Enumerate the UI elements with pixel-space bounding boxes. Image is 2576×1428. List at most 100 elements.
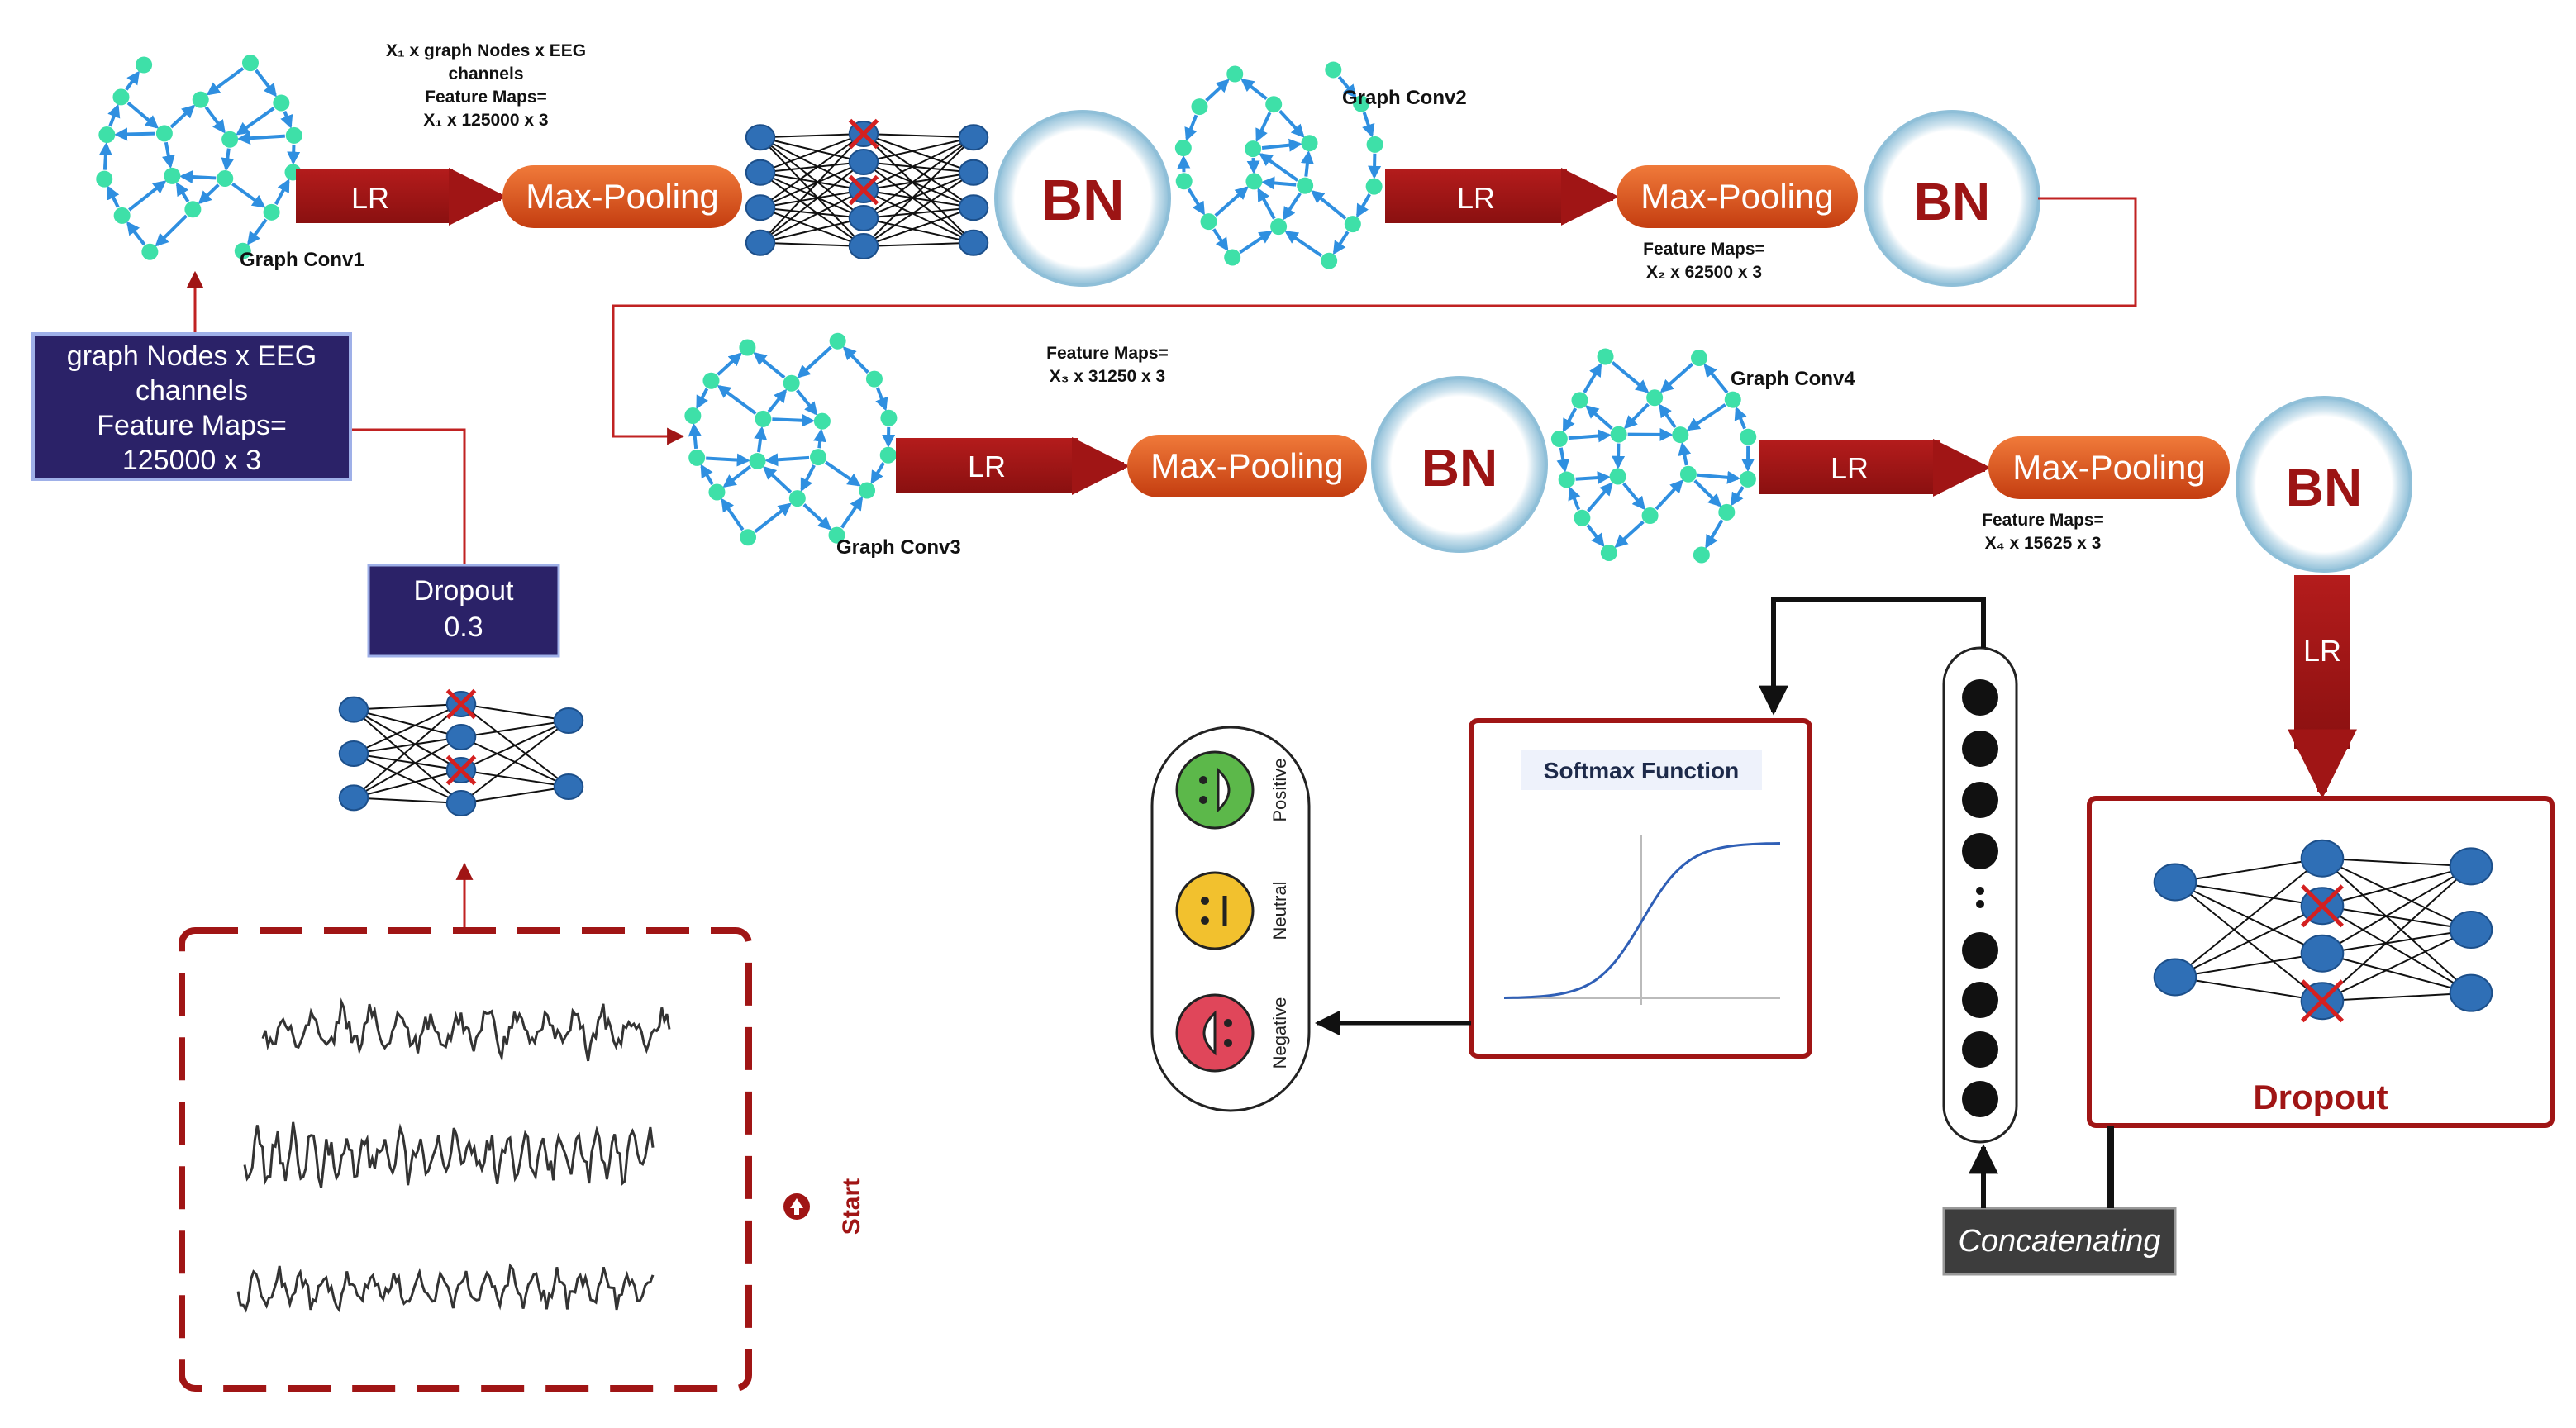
nn-connection — [759, 207, 864, 247]
graph-edge — [717, 352, 742, 376]
graph-edge — [161, 141, 175, 169]
graph-node — [783, 374, 800, 392]
nn-connection — [353, 703, 462, 754]
nn-node — [445, 790, 477, 816]
graph-edge — [1659, 403, 1677, 429]
nn-connection — [353, 703, 462, 711]
top-feature-note: X₁ x graph Nodes x EEG channels Feature … — [386, 41, 586, 130]
nn-connection — [759, 133, 864, 244]
nn-connection — [863, 136, 974, 191]
nn-connections — [2174, 857, 2472, 1002]
eeg-signal-box — [179, 927, 752, 1392]
graph-edge — [1255, 112, 1272, 143]
lr-block-2: LR — [1385, 169, 1567, 223]
graph-edge — [1586, 524, 1605, 548]
concat-vector — [1942, 646, 2018, 1144]
nn-connection — [2174, 952, 2323, 978]
lr-label: LR — [2303, 634, 2341, 668]
dropped-node-icon — [2301, 979, 2344, 1023]
lr-label: LR — [1831, 451, 1869, 485]
graph-edge — [842, 346, 869, 374]
graph-edge — [247, 218, 268, 245]
graph-node — [1321, 252, 1338, 269]
graph-node — [1739, 470, 1756, 488]
nn-connection — [863, 133, 974, 174]
nn-node — [2300, 934, 2345, 973]
graph-node — [1265, 96, 1283, 113]
graph-node — [1571, 392, 1588, 409]
graph-node — [859, 482, 876, 499]
graph-node — [184, 201, 202, 218]
neutral-label: Neutral — [1269, 882, 1290, 940]
graph-edge — [255, 69, 277, 98]
graph-node — [221, 131, 239, 148]
graph-node — [755, 410, 772, 427]
maxpool-label: Max-Pooling — [1150, 446, 1343, 485]
graph-edge — [236, 107, 275, 136]
graph-edge — [696, 388, 709, 410]
nn-node — [958, 124, 989, 151]
lr-label: LR — [1457, 181, 1495, 215]
graph-node — [1365, 178, 1383, 195]
graph-edge — [840, 496, 864, 529]
graph-edge — [126, 101, 160, 129]
graph-node — [1672, 426, 1689, 444]
graph-edge — [1184, 114, 1198, 141]
maxpool-2: Max-Pooling — [1617, 165, 1858, 228]
nn-connection — [460, 769, 569, 788]
graph-edge — [206, 67, 245, 96]
graph-edge — [688, 422, 702, 450]
graph-edge — [1556, 447, 1570, 473]
graph-node — [688, 449, 706, 466]
graph-node — [1724, 391, 1741, 408]
graph-edge — [1693, 479, 1722, 507]
nn-connection — [863, 133, 974, 139]
input-line3: Feature Maps= — [97, 410, 287, 441]
ellipsis-dot — [1976, 900, 1984, 908]
graph-node — [1366, 136, 1383, 153]
vector-dot — [1962, 679, 1998, 716]
dropped-node-icon — [445, 688, 477, 720]
graph-edge — [721, 497, 745, 531]
graph-node — [164, 167, 181, 184]
graph-edge — [198, 183, 220, 205]
graph-node — [1270, 218, 1288, 236]
dropout-small-box: Dropout 0.3 — [367, 564, 560, 658]
nn-connection — [863, 189, 974, 244]
nn-node — [848, 205, 879, 231]
nn-connection — [353, 736, 462, 799]
nn-connection — [2321, 857, 2472, 931]
graph-edge — [1257, 188, 1276, 220]
dense-net-input — [338, 688, 584, 816]
lr-block-1: LR — [296, 169, 453, 223]
graph-node — [192, 91, 209, 108]
graph-edge — [1337, 75, 1357, 98]
nn-connection — [863, 133, 974, 244]
bn-1: BN — [994, 110, 1171, 287]
graph-edge — [1734, 406, 1747, 430]
graph-edge — [717, 384, 757, 415]
nn-node — [848, 233, 879, 259]
graph-edge — [125, 70, 140, 91]
graph-node — [1558, 471, 1575, 488]
graph-node — [828, 526, 845, 544]
vector-dot — [1962, 932, 1998, 969]
nn-node — [745, 124, 776, 151]
graph-conv2-label: Graph Conv2 — [1342, 87, 1467, 109]
graph-edge — [287, 144, 301, 165]
nn-connection — [863, 136, 974, 219]
graph-edge — [1705, 519, 1724, 549]
nn-connection — [353, 769, 462, 799]
graph-node — [241, 55, 259, 72]
graph-node — [879, 446, 897, 464]
nn-node — [445, 724, 477, 750]
nn-connection — [759, 189, 864, 244]
nn-node — [2449, 847, 2493, 886]
graph-edge — [128, 180, 167, 212]
graph-edge — [175, 182, 190, 202]
concatenating-label: Concatenating — [1958, 1224, 2160, 1259]
softmax-box: Softmax Function — [1469, 718, 1812, 1059]
bn-label: BN — [2286, 458, 2362, 517]
nn-connection — [460, 720, 569, 804]
